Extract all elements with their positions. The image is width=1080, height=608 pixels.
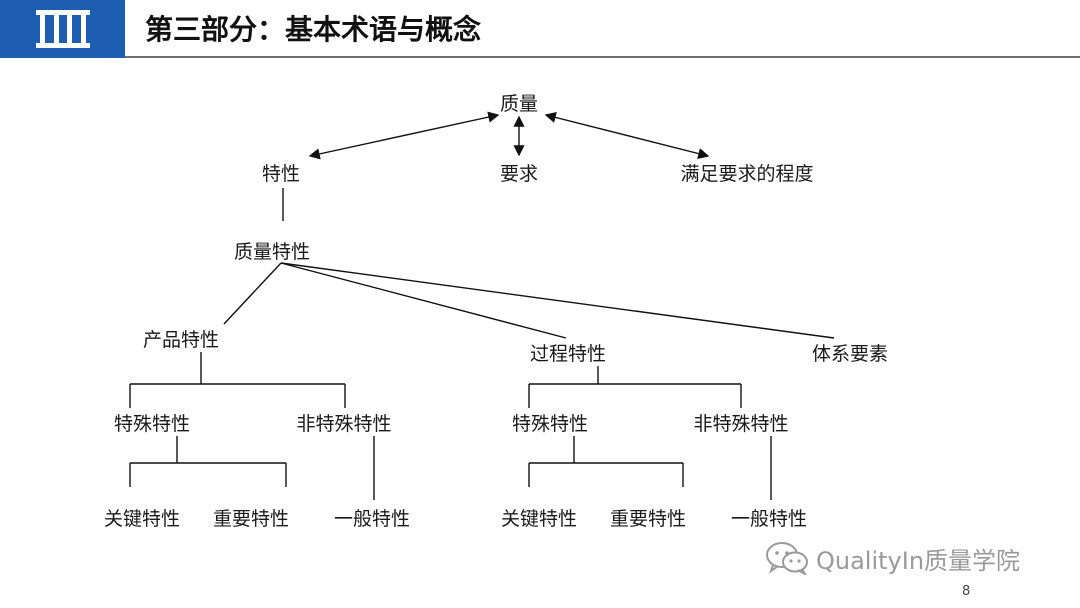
node-requirement: 要求 (499, 163, 539, 185)
link-qc-to-process (280, 262, 567, 339)
node-product-general: 一般特性 (333, 508, 411, 530)
node-process-non-special: 非特殊特性 (693, 413, 789, 435)
wechat-icon (766, 542, 808, 575)
arrow-quality-to-degree (544, 111, 710, 160)
building-logo-icon (36, 10, 90, 48)
node-quality: 质量 (499, 93, 539, 115)
node-product-non-special: 非特殊特性 (296, 413, 392, 435)
node-process-general: 一般特性 (730, 508, 808, 530)
link-qc-to-system (280, 262, 835, 339)
page-title: 第三部分：基本术语与概念 (145, 13, 482, 46)
header-logo (0, 0, 125, 58)
node-process-special: 特殊特性 (511, 413, 589, 435)
node-process-important: 重要特性 (609, 508, 687, 530)
page-number: 8 (962, 584, 971, 599)
node-system-element: 体系要素 (811, 343, 889, 365)
node-product-important: 重要特性 (212, 508, 290, 530)
node-product-characteristic: 产品特性 (142, 329, 220, 351)
node-process-key: 关键特性 (500, 508, 578, 530)
node-product-special: 特殊特性 (113, 413, 191, 435)
arrow-quality-to-characteristic (308, 111, 500, 160)
node-characteristic: 特性 (261, 163, 301, 185)
node-product-key: 关键特性 (103, 508, 181, 530)
watermark: QualityIn质量学院 (764, 541, 1020, 575)
node-quality-characteristic: 质量特性 (233, 241, 311, 263)
node-process-characteristic: 过程特性 (529, 343, 607, 365)
node-degree-of-fulfillment: 满足要求的程度 (680, 163, 814, 185)
watermark-text: QualityIn质量学院 (816, 546, 1021, 575)
link-qc-to-product (223, 262, 282, 325)
header-divider (125, 56, 1080, 58)
